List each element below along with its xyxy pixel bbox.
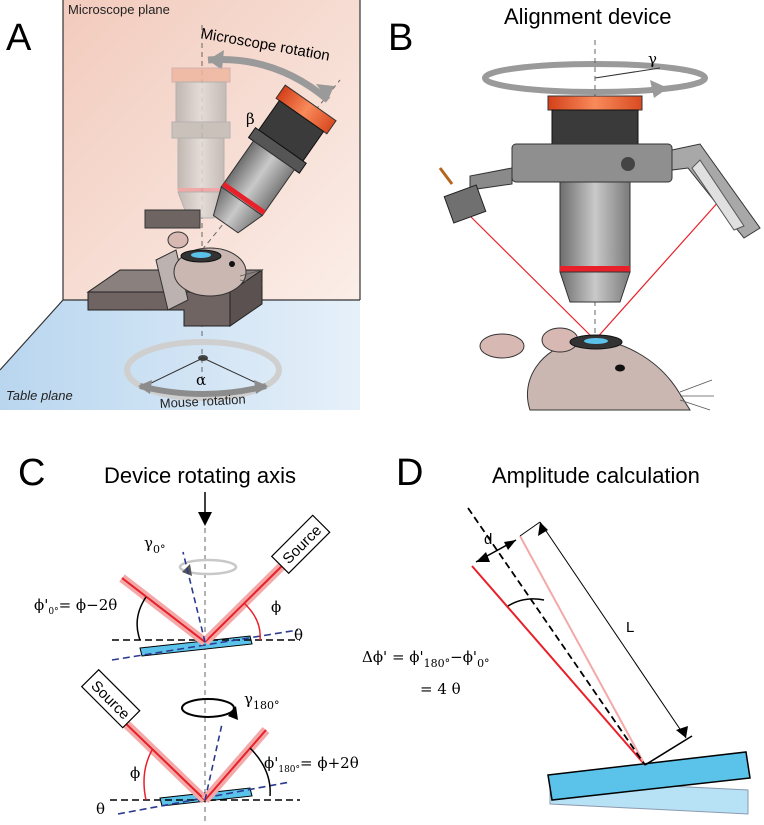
alpha-label: α bbox=[196, 371, 206, 389]
phi-bottom: ϕ bbox=[130, 764, 140, 782]
head-holder-bar bbox=[144, 209, 201, 229]
tilted-ref-top bbox=[111, 629, 299, 661]
tilted-ref-bottom bbox=[117, 781, 291, 815]
tilted-normal-bottom bbox=[204, 723, 223, 801]
delta-phi-result: = 4 θ bbox=[420, 680, 461, 698]
gamma180-label: γ180° bbox=[244, 690, 279, 712]
device-rotating-axis-title: Device rotating axis bbox=[104, 463, 296, 488]
delta-phi-equation: Δϕ' = ϕ'180°−ϕ'0° bbox=[362, 648, 490, 670]
panel-letter-a: A bbox=[6, 17, 32, 59]
beam-d-pink bbox=[519, 535, 646, 766]
alignment-device-title: Alignment device bbox=[504, 4, 672, 29]
mouse-head-b bbox=[479, 327, 714, 411]
panel-b: B Alignment device γ bbox=[388, 4, 761, 411]
panel-letter-c: C bbox=[18, 452, 45, 494]
slide-d-tilted bbox=[547, 751, 751, 801]
mouse-head-a bbox=[167, 231, 263, 297]
beta-label: β bbox=[246, 110, 255, 128]
source-box-top bbox=[270, 514, 331, 575]
left-laser-arm bbox=[438, 167, 513, 224]
laser-right-b bbox=[594, 199, 721, 341]
right-laser-arm bbox=[671, 143, 761, 239]
tilted-normal-top bbox=[182, 551, 206, 643]
theta-bottom: θ bbox=[96, 800, 105, 818]
L-dimension-arrow bbox=[539, 521, 687, 739]
L-label: L bbox=[626, 619, 634, 636]
panel-d: D Amplitude calculation Δϕ' = ϕ'180°−ϕ'0… bbox=[362, 452, 751, 815]
panel-a: A Microscope plane Table plane Microscop… bbox=[0, 0, 361, 411]
mouse-rotation-arrow bbox=[139, 383, 267, 397]
gamma0-label: γ0° bbox=[144, 534, 165, 556]
panel-c: C Device rotating axis γ0° θ ϕ ϕ'0°= ϕ−2… bbox=[18, 452, 359, 822]
table-plane-label: Table plane bbox=[6, 388, 73, 403]
panel-letter-d: D bbox=[396, 452, 423, 494]
laser-left-b bbox=[467, 213, 596, 341]
panel-letter-b: B bbox=[388, 17, 413, 59]
mouse-rotation-label: Mouse rotation bbox=[159, 392, 246, 411]
amplitude-calculation-title: Amplitude calculation bbox=[492, 463, 700, 488]
source-box-bottom bbox=[80, 668, 141, 729]
gamma-rotation-ring bbox=[482, 61, 708, 95]
mouse-rotation-ring bbox=[124, 339, 282, 401]
beam-d-dashed bbox=[467, 507, 646, 766]
d-label: d bbox=[484, 531, 492, 548]
gamma-label-b: γ bbox=[648, 50, 657, 68]
phi180-formula: ϕ'180°= ϕ+2θ bbox=[264, 754, 359, 775]
phi0-formula: ϕ'0°= ϕ−2θ bbox=[34, 596, 117, 617]
gamma180-rotation-ring bbox=[181, 698, 235, 718]
objective-b bbox=[511, 95, 673, 303]
phi-top: ϕ bbox=[271, 598, 281, 616]
beam-d-red bbox=[471, 565, 646, 766]
tilted-objective bbox=[212, 84, 337, 234]
theta-top: θ bbox=[294, 626, 303, 644]
ghost-objective bbox=[171, 67, 231, 219]
gamma0-rotation-ring bbox=[178, 558, 238, 576]
microscope-plane-label: Microscope plane bbox=[68, 2, 170, 17]
